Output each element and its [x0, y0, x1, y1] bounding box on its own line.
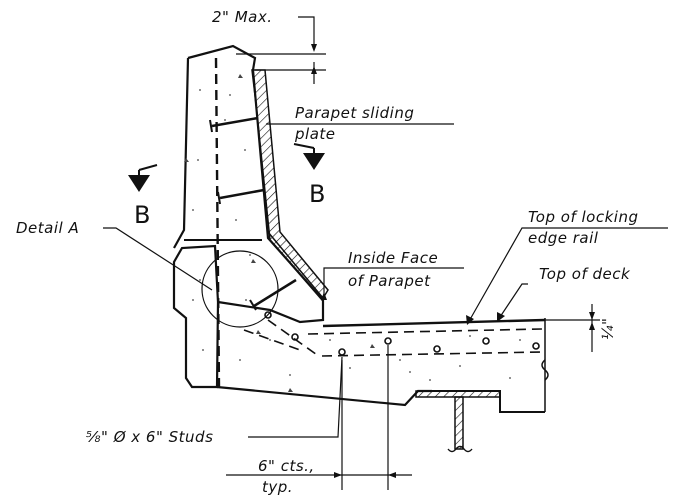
detail-a-circle: [201, 250, 279, 328]
label-max-gap: 2" Max.: [212, 8, 273, 26]
wall-centerline: [214, 57, 221, 388]
steel-girder: [415, 390, 501, 453]
label-top-locking-1: Top of locking: [528, 208, 638, 226]
leader-lines: [103, 16, 668, 490]
concrete-texture: [184, 74, 521, 392]
label-sliding-plate-1: Parapet sliding: [295, 104, 414, 122]
section-cut-left: [128, 164, 158, 192]
parapet-concrete: [172, 44, 432, 407]
label-spacing-2: typ.: [262, 478, 293, 496]
label-top-of-deck: Top of deck: [539, 265, 631, 283]
plate-inner-edge: [267, 231, 324, 299]
rebar-dots: [264, 311, 540, 356]
label-top-locking-2: edge rail: [528, 229, 599, 247]
deck-slab: [243, 318, 600, 413]
plate-anchors: [209, 116, 297, 311]
label-slope: ¼": [599, 318, 617, 340]
label-spacing-1: 6" cts.,: [258, 457, 315, 475]
section-cut-right: [293, 143, 325, 170]
label-inside-face-2: of Parapet: [348, 272, 431, 290]
label-studs: ⅝" Ø x 6" Studs: [86, 428, 213, 446]
label-section-b-left: B: [134, 201, 150, 229]
label-inside-face-1: Inside Face: [348, 249, 438, 267]
label-detail-a: Detail A: [16, 219, 79, 237]
label-section-b-right: B: [309, 180, 325, 208]
label-sliding-plate-2: plate: [294, 125, 336, 143]
